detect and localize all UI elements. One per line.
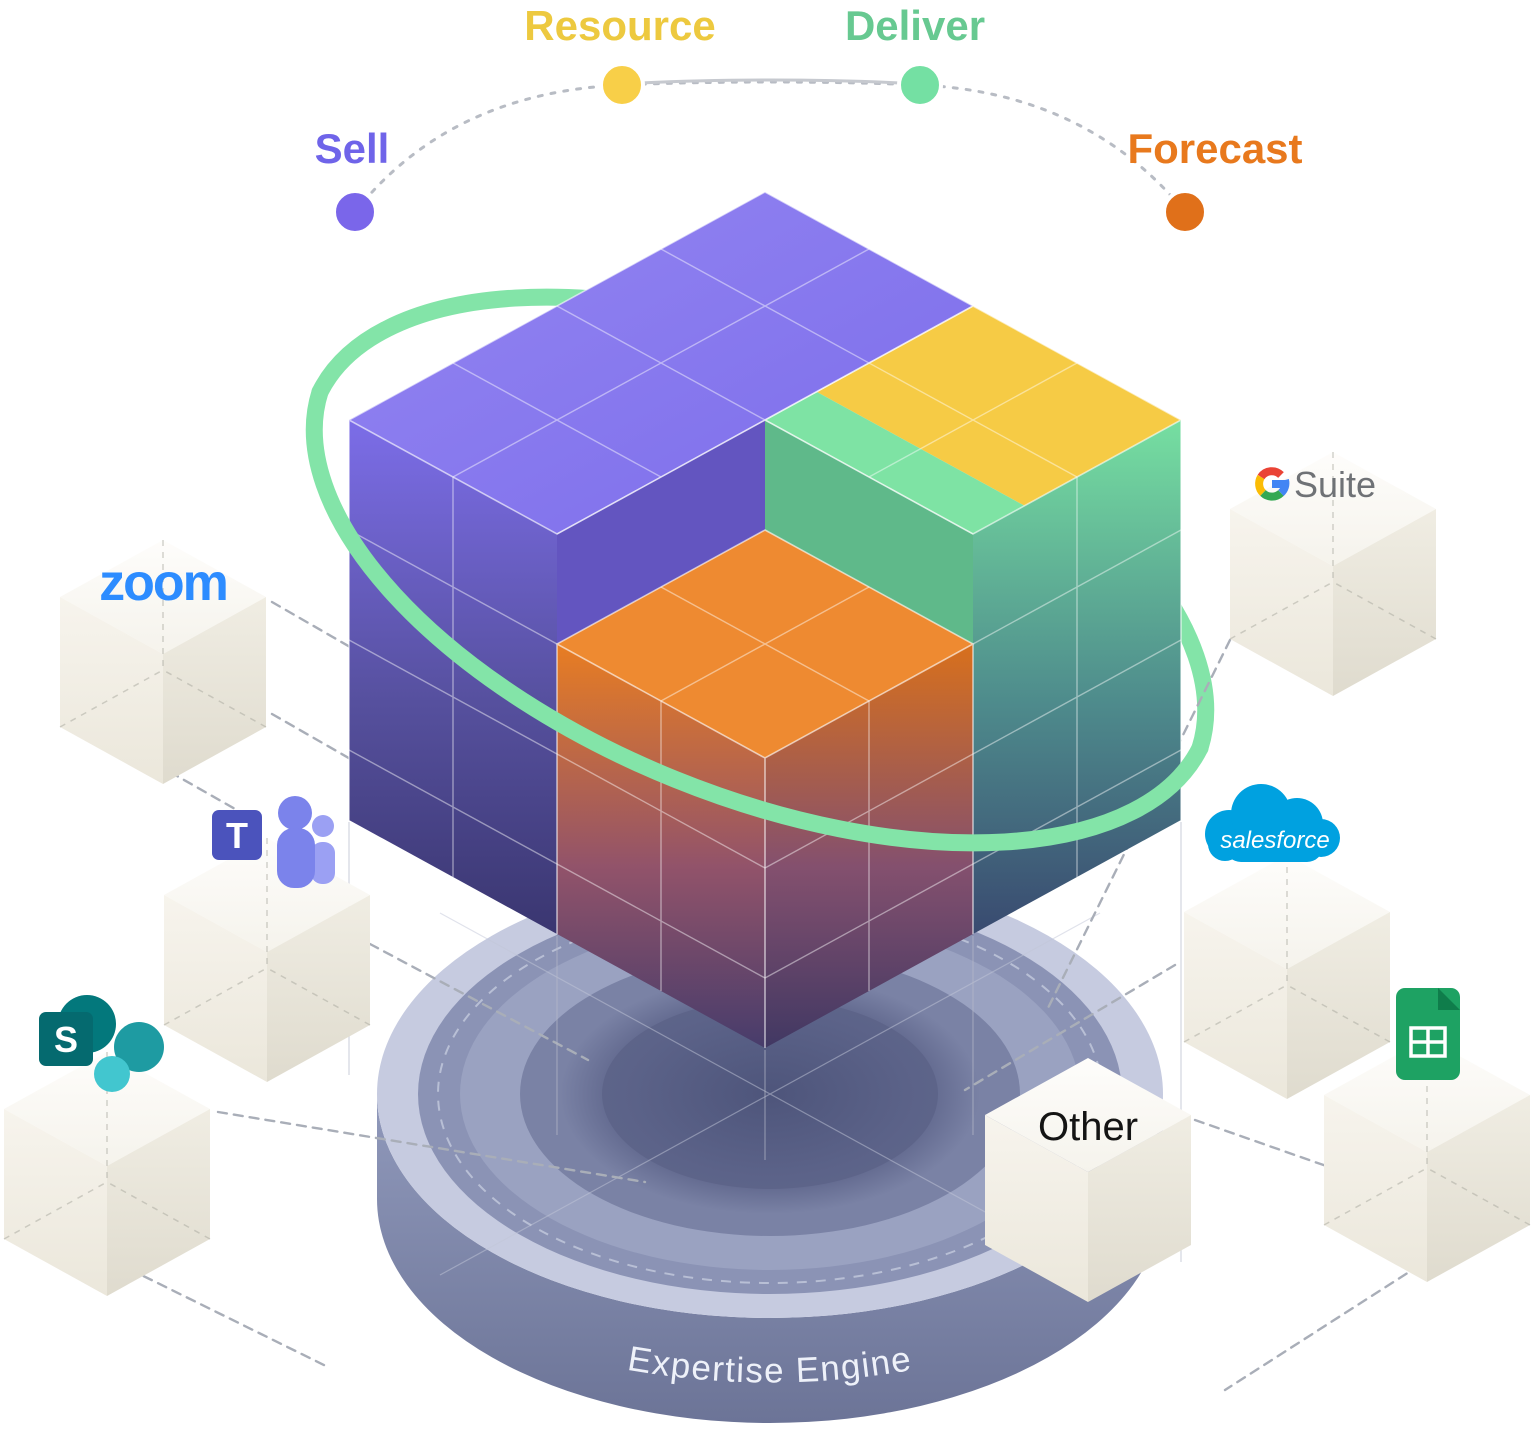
zoom-logo: zoom bbox=[99, 554, 227, 612]
connector-sharepoint bbox=[216, 1110, 647, 1184]
sharepoint-icon: S bbox=[39, 995, 164, 1092]
cube-top-resource bbox=[817, 306, 1181, 506]
integration-gsuite: Suite bbox=[1229, 452, 1437, 696]
disc-wall bbox=[377, 1094, 1163, 1423]
salesforce-cube-hidden-edges bbox=[1183, 855, 1391, 1043]
cube-notch-wall-right bbox=[765, 420, 973, 644]
sharepoint-logo-initial: S bbox=[54, 1019, 78, 1060]
integration-teams: T bbox=[163, 796, 371, 1082]
other-label: Other bbox=[1038, 1105, 1138, 1149]
cube-top-sell bbox=[349, 192, 973, 534]
teams-cube-hidden-edges bbox=[163, 838, 371, 1026]
gsuite-logo-text: Suite bbox=[1294, 464, 1376, 505]
forecast-dot bbox=[1162, 189, 1208, 235]
sheets-cube-left bbox=[1324, 1095, 1427, 1282]
resource-dot bbox=[599, 62, 645, 108]
zoom-cube-left bbox=[60, 597, 163, 784]
sheets-cube-right bbox=[1427, 1095, 1530, 1282]
resource-label: Resource bbox=[524, 2, 715, 49]
salesforce-cube-left bbox=[1184, 912, 1287, 1099]
stage-arc: Sell Resource Deliver Forecast bbox=[315, 2, 1303, 235]
salesforce-cube-right bbox=[1287, 912, 1390, 1099]
integration-sheets bbox=[1323, 988, 1531, 1282]
zoom-cube-right bbox=[163, 597, 266, 784]
expertise-engine-disc: Expertise Engine bbox=[377, 870, 1163, 1423]
stage-arc-solid-segment bbox=[639, 78, 901, 85]
sell-label: Sell bbox=[315, 125, 390, 172]
cube-top-deliver bbox=[765, 392, 1025, 534]
integration-salesforce: salesforce bbox=[1183, 784, 1391, 1099]
connector-teams bbox=[368, 942, 590, 1062]
teams-cube-left bbox=[164, 895, 267, 1082]
cube-edges bbox=[347, 191, 1183, 1048]
cube-face-forecast-right bbox=[765, 644, 973, 1048]
expertise-cube bbox=[347, 191, 1183, 1048]
sheets-icon bbox=[1396, 988, 1460, 1080]
zoom-cube-hidden-edges bbox=[59, 540, 267, 728]
teams-icon: T bbox=[212, 796, 335, 888]
gsuite-cube-left bbox=[1230, 509, 1333, 696]
forecast-label: Forecast bbox=[1127, 125, 1302, 172]
integration-other: Other bbox=[985, 1058, 1191, 1302]
orbit-ring-front bbox=[305, 383, 1209, 852]
sharepoint-cube-left bbox=[4, 1109, 107, 1296]
integration-sharepoint: S bbox=[3, 995, 211, 1296]
sell-dot bbox=[332, 189, 378, 235]
connector-sharepoint-b bbox=[113, 1260, 332, 1370]
connector-gsuite bbox=[1046, 638, 1232, 1010]
gsuite-cube-hidden-edges bbox=[1229, 452, 1437, 640]
salesforce-icon: salesforce bbox=[1205, 784, 1340, 862]
salesforce-logo-text: salesforce bbox=[1220, 827, 1329, 854]
cube-notch-wall-left bbox=[557, 420, 765, 644]
deliver-dot bbox=[897, 62, 943, 108]
gsuite-cube-right bbox=[1333, 509, 1436, 696]
deliver-label: Deliver bbox=[845, 2, 985, 49]
connector-other-sheets bbox=[1193, 1118, 1334, 1170]
integration-zoom: zoom bbox=[59, 540, 267, 784]
teams-cube-right bbox=[267, 895, 370, 1082]
other-cube-right bbox=[1088, 1115, 1191, 1302]
cube-face-sell bbox=[349, 420, 557, 934]
other-cube-left bbox=[985, 1115, 1088, 1302]
sharepoint-cube-right bbox=[107, 1109, 210, 1296]
connector-salesforce bbox=[963, 963, 1177, 1092]
sharepoint-cube-hidden-edges bbox=[3, 1052, 211, 1240]
google-g-icon bbox=[1255, 467, 1290, 501]
teams-logo-initial: T bbox=[226, 815, 248, 856]
stage-arc-line bbox=[353, 80, 1187, 214]
sheets-cube-hidden-edges bbox=[1323, 1038, 1531, 1226]
connector-sheets-b bbox=[1223, 1263, 1422, 1392]
